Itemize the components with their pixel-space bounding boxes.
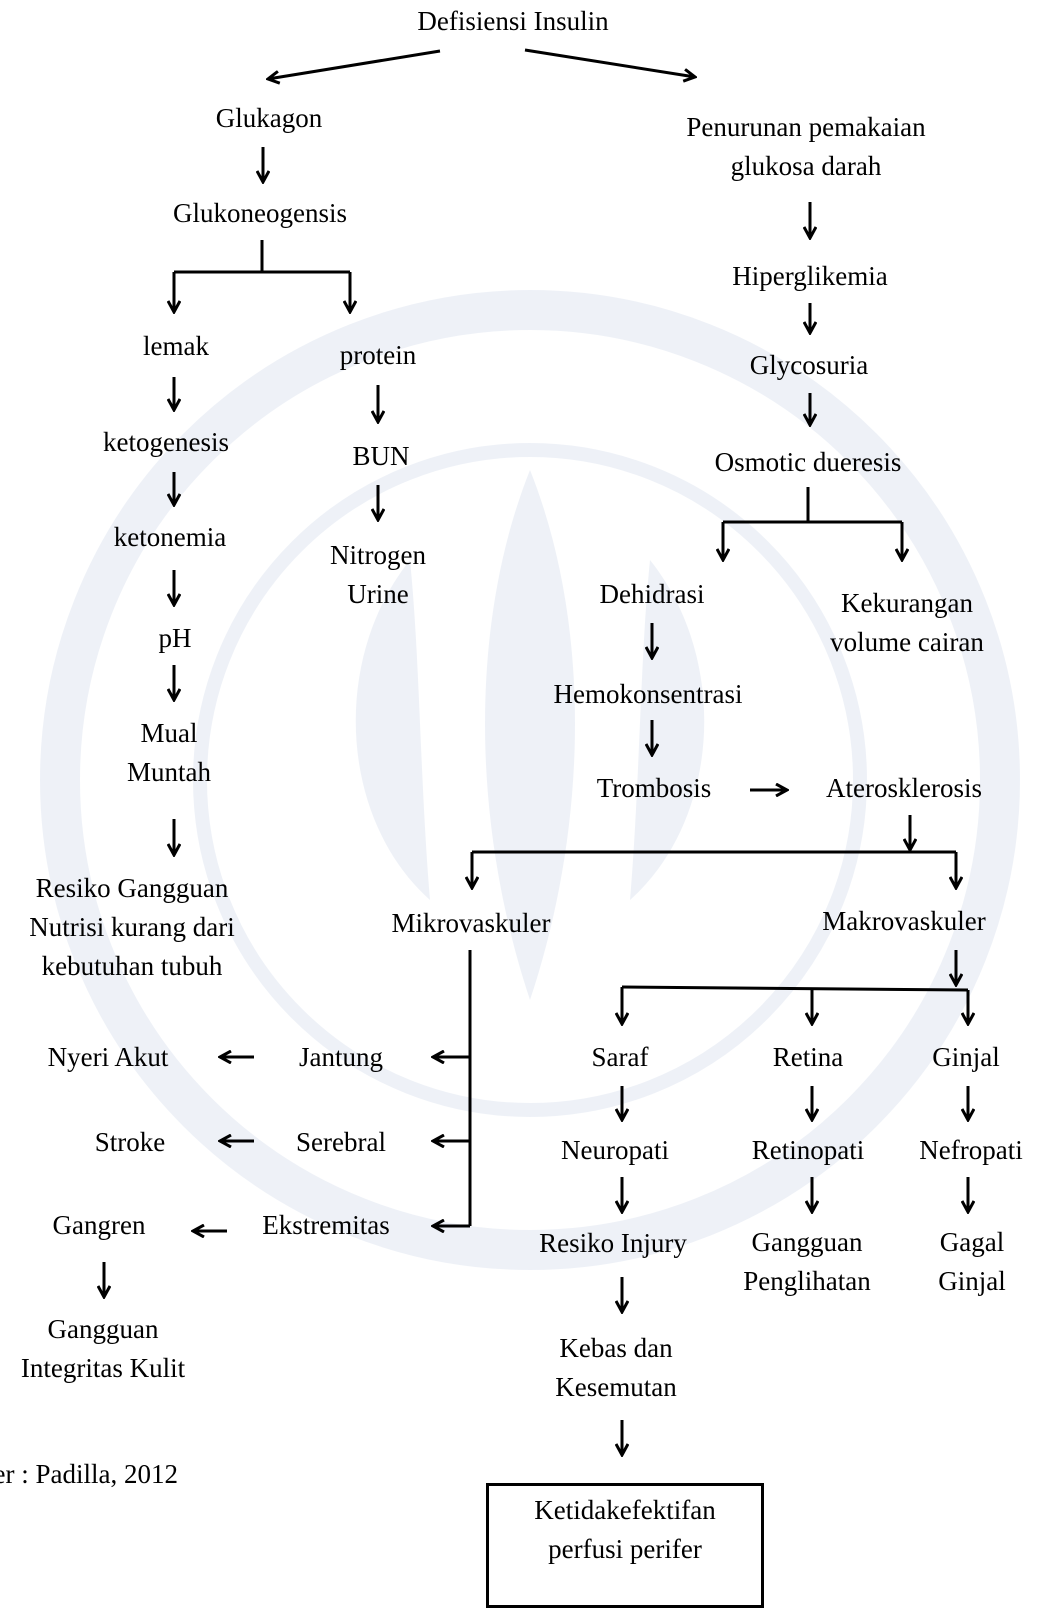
node-gagal-ginjal: Gagal Ginjal <box>938 1223 1006 1301</box>
node-kekurangan-line: volume cairan <box>830 627 984 657</box>
node-kebas-line: Kebas dan <box>559 1333 673 1363</box>
node-glukagon: Glukagon <box>215 103 323 133</box>
node-gagal-ginjal-line: Gagal <box>939 1227 1005 1257</box>
node-ketonemia: ketonemia <box>113 522 227 552</box>
node-resiko-nutrisi: Resiko Gangguan Nutrisi kurang dari kebu… <box>29 869 234 986</box>
node-penurunan-line: Penurunan pemakaian <box>686 112 926 142</box>
node-nefropati: Nefropati <box>919 1135 1023 1165</box>
node-resiko-nutrisi-line: Nutrisi kurang dari <box>29 912 235 942</box>
node-hemokonsentrasi: Hemokonsentrasi <box>553 679 743 709</box>
node-jantung: Jantung <box>299 1042 383 1072</box>
node-defisiensi-insulin: Defisiensi Insulin <box>417 6 609 36</box>
node-glycosuria: Glycosuria <box>749 350 869 380</box>
node-kebas-line: Kesemutan <box>555 1372 677 1402</box>
node-penurunan-pemakaian: Penurunan pemakaian glukosa darah <box>686 108 925 186</box>
node-nitrogen-urine-line: Nitrogen <box>330 540 426 570</box>
source-citation: ber : Padilla, 2012 <box>0 1459 178 1489</box>
node-neuropati: Neuropati <box>561 1135 669 1165</box>
node-serebral: Serebral <box>296 1127 386 1157</box>
node-nyeri-akut: Nyeri Akut <box>47 1042 169 1072</box>
node-penurunan-line: glukosa darah <box>730 151 882 181</box>
node-kebas-kesemutan: Kebas dan Kesemutan <box>555 1329 676 1407</box>
final-outcome-line: Ketidakefektifan <box>534 1495 716 1525</box>
node-mual-muntah-line: Muntah <box>127 757 211 787</box>
node-saraf: Saraf <box>591 1042 649 1072</box>
node-lemak: lemak <box>143 331 209 361</box>
node-gangguan-penglihatan: Gangguan Penglihatan <box>743 1223 870 1301</box>
node-retinopati: Retinopati <box>751 1135 865 1165</box>
node-mual-muntah: Mual Muntah <box>127 714 211 792</box>
node-hiperglikemia: Hiperglikemia <box>732 261 888 291</box>
node-resiko-nutrisi-line: kebutuhan tubuh <box>41 951 223 981</box>
node-osmotic-dueresis: Osmotic dueresis <box>714 447 902 477</box>
node-makrovaskuler: Makrovaskuler <box>822 906 986 936</box>
node-glukoneogenesis: Glukoneogensis <box>173 198 347 228</box>
node-gangguan-integritas-kulit: Gangguan Integritas Kulit <box>21 1310 185 1388</box>
node-ginjal: Ginjal <box>932 1042 1000 1072</box>
final-outcome-text: Ketidakefektifan perfusi perifer <box>534 1491 715 1569</box>
node-aterosklerosis: Aterosklerosis <box>826 773 982 803</box>
node-resiko-nutrisi-line: Resiko Gangguan <box>35 873 229 903</box>
node-bun: BUN <box>352 441 410 471</box>
final-outcome-line: perfusi perifer <box>548 1534 702 1564</box>
node-integritas-line: Gangguan <box>47 1314 159 1344</box>
node-ketogenesis: ketogenesis <box>103 427 229 457</box>
node-ekstremitas: Ekstremitas <box>262 1210 390 1240</box>
node-ph: pH <box>158 623 192 653</box>
node-resiko-injury: Resiko Injury <box>539 1228 687 1258</box>
node-kekurangan-volume-cairan: Kekurangan volume cairan <box>830 584 984 662</box>
node-trombosis: Trombosis <box>596 773 712 803</box>
node-nitrogen-urine-line: Urine <box>347 579 409 609</box>
node-penglihatan-line: Penglihatan <box>743 1266 871 1296</box>
node-penglihatan-line: Gangguan <box>751 1227 863 1257</box>
node-mual-muntah-line: Mual <box>140 718 198 748</box>
node-nitrogen-urine: Nitrogen Urine <box>330 536 426 614</box>
node-kekurangan-line: Kekurangan <box>841 588 973 618</box>
node-protein: protein <box>339 340 417 370</box>
node-integritas-line: Integritas Kulit <box>20 1353 186 1383</box>
node-gagal-ginjal-line: Ginjal <box>938 1266 1006 1296</box>
node-gangren: Gangren <box>52 1210 146 1240</box>
node-mikrovaskuler: Mikrovaskuler <box>391 908 551 938</box>
node-retina: Retina <box>772 1042 844 1072</box>
node-stroke: Stroke <box>94 1127 166 1157</box>
node-dehidrasi: Dehidrasi <box>599 579 705 609</box>
